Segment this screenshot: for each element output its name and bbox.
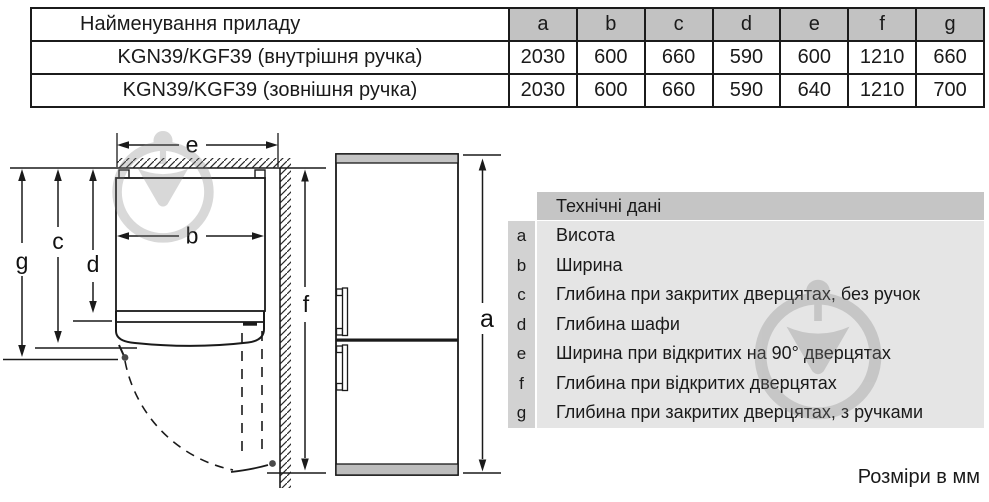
door-handle-closed (118, 344, 125, 357)
handle-end-dot-open (269, 460, 276, 467)
dim-label-b: b (186, 223, 199, 249)
dim-value-cell: 600 (779, 40, 850, 75)
legend-label: Ширина (537, 250, 984, 280)
dim-value-cell: 600 (575, 40, 646, 75)
table-row: KGN39/KGF39 (зовнішня ручка) 2030 600 66… (30, 73, 985, 108)
dimension-a: a (463, 154, 501, 474)
door-front-outline (115, 311, 265, 347)
dim-value-cell: 2030 (508, 73, 578, 108)
device-name-cell: KGN39/KGF39 (внутрішня ручка) (30, 40, 510, 75)
legend-key: e (508, 339, 535, 369)
wall-hatch-top (117, 158, 280, 168)
dim-value-cell: 660 (915, 40, 985, 75)
dim-header-d: d (711, 7, 782, 42)
dim-value-cell: 1210 (847, 73, 918, 108)
dim-value-cell: 660 (643, 40, 714, 75)
legend-label: Глибина при відкритих дверцятах (537, 368, 984, 398)
dim-value-cell: 600 (575, 73, 646, 108)
dim-header-c: c (643, 7, 714, 42)
legend-key: f (508, 368, 535, 398)
dimension-f: f (301, 169, 310, 471)
dim-label-g: g (16, 248, 29, 274)
dim-value-cell: 1210 (847, 40, 918, 75)
top-view-diagram: e b g c (3, 132, 326, 488)
dimension-c: c (35, 169, 137, 349)
fridge-body (335, 153, 459, 476)
dim-value-cell: 590 (711, 40, 782, 75)
legend-label: Глибина шафи (537, 309, 984, 339)
door-divider (336, 338, 458, 342)
dim-value-cell: 640 (779, 73, 850, 108)
wall-hatch-right (280, 158, 291, 488)
legend-title: Технічні дані (537, 192, 984, 220)
door-swing-arc (124, 360, 234, 471)
dimension-d: d (73, 169, 112, 322)
legend-key: b (508, 250, 535, 280)
dimension-g: g (3, 169, 118, 361)
lower-door-handle (335, 344, 349, 392)
dim-header-g: g (915, 7, 985, 42)
dim-value-cell: 2030 (508, 40, 578, 75)
hinge-spacer-left (118, 169, 130, 179)
legend-label: Ширина при відкритих на 90° дверцятах (537, 339, 984, 369)
legend-label: Висота (537, 221, 984, 251)
legend-key: c (508, 280, 535, 310)
dim-header-a: a (508, 7, 578, 42)
fridge-plinth (335, 463, 459, 476)
fridge-top-cap (335, 153, 459, 164)
legend-key: d (508, 309, 535, 339)
units-note: Розміри в мм (857, 466, 980, 488)
legend-key: g (508, 398, 535, 428)
dim-header-f: f (847, 7, 918, 42)
front-view-diagram: a (335, 153, 501, 476)
upper-door-handle (335, 287, 349, 337)
legend-label: Глибина при закритих дверцятах, з ручкам… (537, 398, 984, 428)
dim-value-cell: 700 (915, 73, 985, 108)
legend-label-column: Висота Ширина Глибина при закритих дверц… (537, 221, 984, 428)
dim-header-b: b (575, 7, 646, 42)
open-door-bottom (230, 464, 269, 473)
hinge-spacer-right (254, 169, 266, 179)
legend-label: Глибина при закритих дверцятах, без ручо… (537, 280, 984, 310)
handle-end-dot-closed (121, 354, 129, 361)
table-row: KGN39/KGF39 (внутрішня ручка) 2030 600 6… (30, 40, 985, 75)
dim-value-cell: 590 (711, 73, 782, 108)
dim-label-a: a (480, 305, 494, 333)
door-hinge-mark (243, 322, 257, 326)
dim-header-e: e (779, 7, 850, 42)
device-name-header-cell: Найменування приладу (30, 7, 510, 42)
legend-key-column: a b c d e f g (508, 221, 535, 428)
table-header-row: Найменування приладу a b c d e f g (30, 7, 985, 42)
spec-table: Найменування приладу a b c d e f g KGN39… (30, 7, 985, 108)
dim-label-c: c (52, 228, 64, 254)
device-name-cell: KGN39/KGF39 (зовнішня ручка) (30, 73, 510, 108)
dim-value-cell: 660 (643, 73, 714, 108)
dim-label-d: d (87, 251, 100, 277)
dim-label-f: f (303, 291, 310, 317)
dim-label-e: e (186, 132, 199, 158)
legend-key: a (508, 221, 535, 251)
